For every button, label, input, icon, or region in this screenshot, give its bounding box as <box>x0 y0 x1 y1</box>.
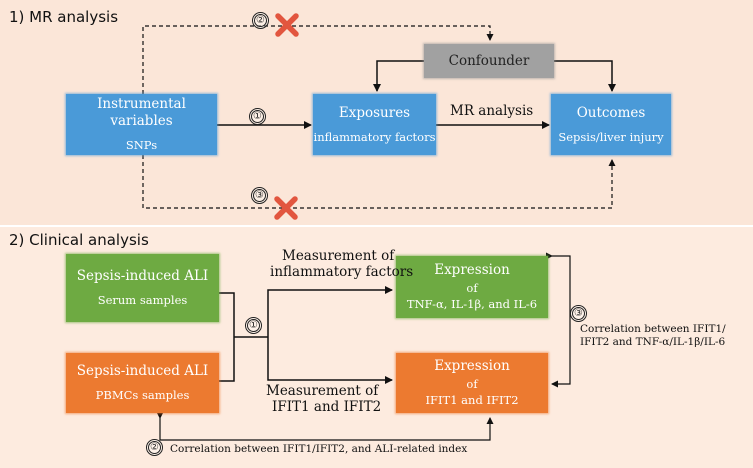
exposures-subtitle: inflammatory factors <box>313 129 436 144</box>
measure-ifit-line-1: Measurement of <box>266 383 379 399</box>
confounder-box: Confounder <box>424 44 554 78</box>
arrow-to-ifit-expression <box>267 337 393 384</box>
clinical-path-number-2: ② <box>146 439 163 456</box>
exposures-title: Exposures <box>338 104 411 121</box>
mr-analysis-arrow-label: MR analysis <box>450 103 534 119</box>
cytokine-expression-of: of <box>466 281 478 296</box>
mr-path-number-3: ③ <box>251 187 268 204</box>
mr-section-title: 1) MR analysis <box>9 8 119 26</box>
pbmc-ali-box: Sepsis-induced ALI PBMCs samples <box>66 353 219 413</box>
cytokine-expression-subtitle: TNF-α, IL-1β, and IL-6 <box>406 297 538 312</box>
correlation-cytokine-line-1: Correlation between IFIT1/ <box>580 323 726 335</box>
arrow-confounder-to-outcomes <box>554 60 616 92</box>
serum-ali-subtitle: Serum samples <box>97 293 188 308</box>
ifit-expression-of: of <box>466 377 478 392</box>
serum-ali-title: Sepsis-induced ALI <box>76 268 209 285</box>
dashed-path-iv-to-confounder <box>142 25 494 94</box>
correlation-cytokine-line-2: IFIT2 and TNF-α/IL-1β/IL-6 <box>580 336 726 349</box>
measure-ifit-line-2: IFIT1 and IFIT2 <box>272 398 382 415</box>
mr-path-number-2: ② <box>252 12 269 29</box>
dashed-path-iv-to-outcomes <box>142 155 616 209</box>
mr-path-number-1: ① <box>249 108 266 125</box>
correlation-cytokine-label: Correlation between IFIT1/ IFIT2 and TNF… <box>580 323 726 349</box>
bidirectional-correlation-bottom <box>156 412 494 441</box>
cytokine-expression-box: Expression of TNF-α, IL-1β, and IL-6 <box>396 256 548 318</box>
cross-mark-icon <box>274 196 298 220</box>
correlation-ali-label: Correlation between IFIT1/IFIT2, and ALI… <box>170 443 468 455</box>
bracket-serum-pbmc <box>219 292 235 382</box>
pbmc-ali-subtitle: PBMCs samples <box>95 388 190 403</box>
pbmc-ali-title: Sepsis-induced ALI <box>76 363 209 380</box>
ifit-expression-subtitle: IFIT1 and IFIT2 <box>425 393 519 408</box>
outcomes-title: Outcomes <box>576 104 646 121</box>
ifit-expression-box: Expression of IFIT1 and IFIT2 <box>396 353 548 413</box>
outcomes-subtitle: Sepsis/liver injury <box>558 129 664 144</box>
instrumental-variables-title: Instrumental variables <box>97 96 186 130</box>
arrow-to-cytokine-expression <box>267 286 393 337</box>
confounder-title: Confounder <box>448 52 530 69</box>
measure-ifit-label: Measurement of IFIT1 and IFIT2 <box>266 383 382 415</box>
instrumental-variables-box: Instrumental variables SNPs <box>66 94 217 155</box>
instrumental-variables-subtitle: SNPs <box>125 138 158 153</box>
cytokine-expression-title: Expression <box>434 262 510 279</box>
clinical-section-title: 2) Clinical analysis <box>9 231 149 249</box>
measure-inflammatory-label: Measurement of inflammatory factors <box>270 248 413 280</box>
measure-inflammatory-line-2: inflammatory factors <box>270 263 414 280</box>
ifit-expression-title: Expression <box>434 358 510 375</box>
clinical-path-number-3: ③ <box>570 305 587 322</box>
bidirectional-correlation-right <box>546 252 571 388</box>
exposures-box: Exposures inflammatory factors <box>313 94 436 155</box>
arrow-confounder-to-exposures <box>373 60 424 92</box>
clinical-path-number-1: ① <box>245 317 262 334</box>
measure-inflammatory-line-1: Measurement of <box>282 248 395 264</box>
outcomes-box: Outcomes Sepsis/liver injury <box>551 94 671 155</box>
cross-mark-icon <box>275 13 299 37</box>
serum-ali-box: Sepsis-induced ALI Serum samples <box>66 254 219 322</box>
